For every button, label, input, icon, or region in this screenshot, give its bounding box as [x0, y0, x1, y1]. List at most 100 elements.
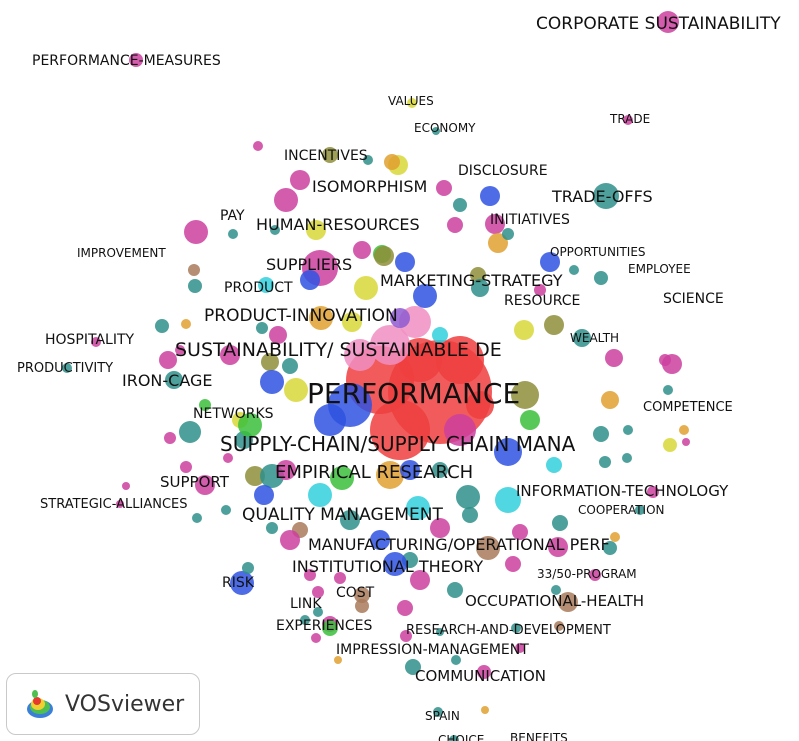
label-pay[interactable]: PAY	[220, 208, 245, 224]
node-bubble[interactable]	[679, 425, 689, 435]
label-trade-offs[interactable]: TRADE-OFFS	[551, 187, 653, 206]
node-bubble[interactable]	[433, 707, 443, 717]
node-bubble[interactable]	[558, 592, 578, 612]
node-bubble[interactable]	[370, 400, 430, 460]
label-science[interactable]: SCIENCE	[663, 291, 724, 307]
node-bubble[interactable]	[164, 432, 176, 444]
node-bubble[interactable]	[266, 522, 278, 534]
label-values[interactable]: VALUES	[388, 94, 434, 108]
label-improvement[interactable]: IMPROVEMENT	[77, 246, 166, 260]
label-spain[interactable]: SPAIN	[425, 709, 460, 723]
node-bubble[interactable]	[477, 665, 491, 679]
label-research-and-development[interactable]: RESEARCH-AND-DEVELOPMENT	[406, 623, 611, 638]
label-sustainability-sustainable-de[interactable]: SUSTAINABILITY/ SUSTAINABLE DE	[175, 339, 502, 361]
node-bubble[interactable]	[179, 421, 201, 443]
node-bubble[interactable]	[221, 505, 231, 515]
node-bubble[interactable]	[228, 229, 238, 239]
node-bubble[interactable]	[647, 486, 659, 498]
label-disclosure[interactable]: DISCLOSURE	[458, 163, 548, 179]
node-bubble[interactable]	[471, 279, 489, 297]
node-bubble[interactable]	[242, 562, 254, 574]
node-bubble[interactable]	[116, 500, 124, 508]
label-impression-management[interactable]: IMPRESSION-MANAGEMENT	[336, 642, 529, 658]
node-bubble[interactable]	[261, 353, 279, 371]
node-bubble[interactable]	[159, 351, 177, 369]
node-bubble[interactable]	[355, 599, 369, 613]
label-empirical-research[interactable]: EMPIRICAL RESEARCH	[275, 462, 473, 483]
node-bubble[interactable]	[383, 552, 407, 576]
node-bubble[interactable]	[91, 337, 101, 347]
node-bubble[interactable]	[444, 414, 476, 446]
node-bubble[interactable]	[254, 485, 274, 505]
node-bubble[interactable]	[453, 198, 467, 212]
node-bubble[interactable]	[395, 252, 415, 272]
node-bubble[interactable]	[195, 475, 215, 495]
node-bubble[interactable]	[344, 339, 376, 371]
node-bubble[interactable]	[663, 438, 677, 452]
node-bubble[interactable]	[495, 487, 521, 513]
label-incentives[interactable]: INCENTIVES	[284, 148, 368, 164]
node-bubble[interactable]	[220, 345, 240, 365]
node-bubble[interactable]	[62, 363, 72, 373]
label-link[interactable]: LINK	[290, 596, 322, 612]
node-bubble[interactable]	[432, 327, 448, 343]
node-bubble[interactable]	[432, 462, 448, 478]
node-bubble[interactable]	[432, 127, 440, 135]
label-quality-management[interactable]: QUALITY MANAGEMENT	[242, 505, 443, 525]
node-bubble[interactable]	[512, 524, 528, 540]
node-bubble[interactable]	[253, 141, 263, 151]
label-manufacturing-operational-perf[interactable]: MANUFACTURING/OPERATIONAL PERF	[308, 535, 610, 554]
node-bubble[interactable]	[122, 482, 130, 490]
label-performance-measures[interactable]: PERFORMANCE-MEASURES	[32, 53, 221, 69]
node-bubble[interactable]	[623, 425, 633, 435]
node-bubble[interactable]	[593, 183, 619, 209]
node-bubble[interactable]	[436, 336, 484, 384]
node-bubble[interactable]	[282, 358, 298, 374]
node-bubble[interactable]	[447, 582, 463, 598]
node-bubble[interactable]	[354, 276, 378, 300]
node-bubble[interactable]	[223, 453, 233, 463]
node-bubble[interactable]	[410, 570, 430, 590]
node-bubble[interactable]	[280, 530, 300, 550]
label-wealth[interactable]: WEALTH	[570, 331, 619, 345]
node-bubble[interactable]	[400, 630, 412, 642]
label-competence[interactable]: COMPETENCE	[643, 400, 733, 415]
node-bubble[interactable]	[610, 532, 620, 542]
node-bubble[interactable]	[605, 349, 623, 367]
label-communication[interactable]: COMMUNICATION	[415, 667, 546, 685]
node-bubble[interactable]	[447, 217, 463, 233]
label-benefits[interactable]: BENEFITS	[510, 731, 568, 741]
node-bubble[interactable]	[256, 322, 268, 334]
label-isomorphism[interactable]: ISOMORPHISM	[312, 177, 427, 196]
node-bubble[interactable]	[436, 628, 444, 636]
label-experiences[interactable]: EXPERIENCES	[276, 618, 373, 634]
label-hospitality[interactable]: HOSPITALITY	[45, 332, 135, 348]
node-bubble[interactable]	[290, 170, 310, 190]
node-bubble[interactable]	[245, 466, 265, 486]
node-bubble[interactable]	[129, 53, 143, 67]
node-bubble[interactable]	[269, 326, 287, 344]
label-performance[interactable]: PERFORMANCE	[307, 377, 520, 410]
node-bubble[interactable]	[340, 510, 360, 530]
node-bubble[interactable]	[353, 241, 371, 259]
label-economy[interactable]: ECONOMY	[414, 121, 476, 135]
node-bubble[interactable]	[274, 188, 298, 212]
label-risk[interactable]: RISK	[222, 575, 255, 591]
node-bubble[interactable]	[334, 572, 346, 584]
node-bubble[interactable]	[363, 155, 373, 165]
node-bubble[interactable]	[311, 633, 321, 643]
node-bubble[interactable]	[449, 735, 459, 741]
node-bubble[interactable]	[682, 438, 690, 446]
node-bubble[interactable]	[481, 706, 489, 714]
label-networks[interactable]: NETWORKS	[193, 406, 274, 422]
node-bubble[interactable]	[370, 530, 390, 550]
node-bubble[interactable]	[180, 461, 192, 473]
node-bubble[interactable]	[488, 233, 508, 253]
node-bubble[interactable]	[593, 426, 609, 442]
label-cooperation[interactable]: COOPERATION	[578, 503, 665, 517]
node-bubble[interactable]	[569, 265, 579, 275]
node-bubble[interactable]	[312, 586, 324, 598]
node-bubble[interactable]	[258, 277, 274, 293]
node-bubble[interactable]	[376, 461, 404, 489]
